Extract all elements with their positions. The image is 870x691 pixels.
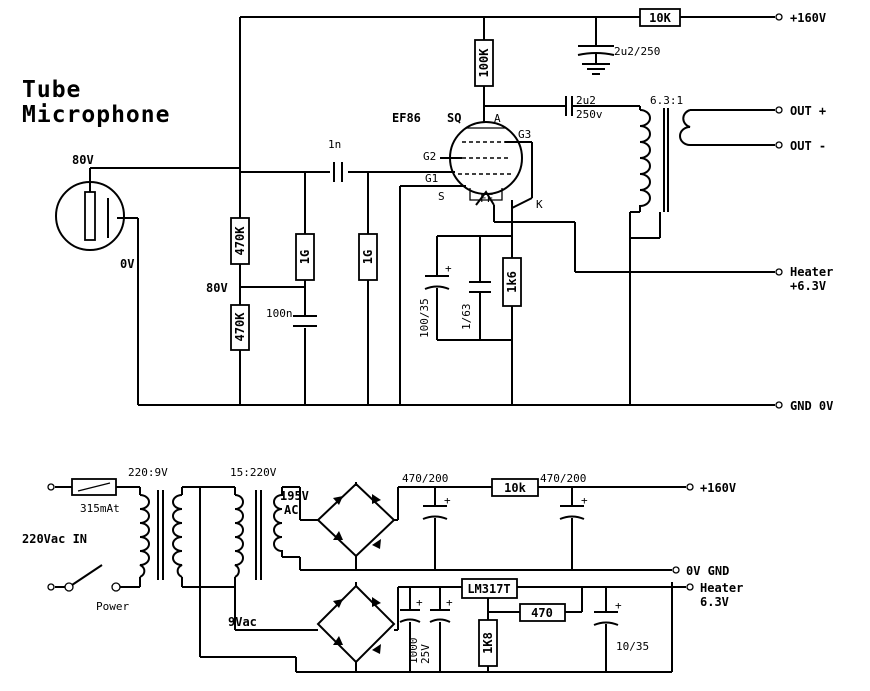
resistor-1k8 xyxy=(478,619,498,667)
resistor-10k-psu-label: 10k xyxy=(504,481,526,495)
capacitor-1000-25v xyxy=(399,609,451,623)
terminal-out-minus: OUT - xyxy=(790,139,826,153)
ac-9v-label: 9Vac xyxy=(228,615,257,629)
capacitor-2u2-250 xyxy=(577,45,615,75)
capsule-voltage-label: 80V xyxy=(72,153,94,167)
power-switch xyxy=(64,564,121,592)
terminal-out-plus: OUT + xyxy=(790,104,826,118)
pin-anode-label: A xyxy=(494,112,501,125)
terminal-heater: Heater xyxy=(790,265,833,279)
capacitor-1000-label: 1000 xyxy=(407,638,420,665)
pin-screen-label: S xyxy=(438,190,445,203)
resistor-1g-a xyxy=(295,233,315,281)
capacitor-1n-label: 1n xyxy=(328,138,341,151)
top-terminals xyxy=(775,13,783,409)
transformer-15-220v-label: 15:220V xyxy=(230,466,277,479)
resistor-1k6-label: 1k6 xyxy=(505,271,519,293)
capacitor-470-200-b-plus: + xyxy=(581,494,588,507)
capacitor-2u2-label-a: 2u2 xyxy=(576,94,596,107)
capacitor-1-63-label: 1/63 xyxy=(460,304,473,331)
capacitor-470-200-b-label: 470/200 xyxy=(540,472,586,485)
mains-input-label: 220Vac IN xyxy=(22,532,87,546)
resistor-1g-b-label: 1G xyxy=(361,250,375,264)
terminal-heater-voltage: +6.3V xyxy=(790,279,826,293)
pin-cathode-label: K xyxy=(536,198,543,211)
resistor-10k-label: 10K xyxy=(649,11,671,25)
resistor-470k-top xyxy=(230,217,250,265)
capacitor-10-35 xyxy=(593,611,619,626)
resistor-1k8-label: 1K8 xyxy=(481,632,495,654)
psu-terminal-plus-160v: +160V xyxy=(700,481,736,495)
psu-wiring xyxy=(55,482,686,673)
terminal-gnd: GND 0V xyxy=(790,399,833,413)
capacitor-100-35-plus: + xyxy=(445,262,452,275)
capacitor-100-35-label: 100/35 xyxy=(418,298,431,338)
pin-g1-label: G1 xyxy=(425,172,438,185)
transformer-ratio-label: 6.3:1 xyxy=(650,94,683,107)
resistor-10k xyxy=(639,8,681,27)
capacitor-2u2-250-label: 2u2/250 xyxy=(614,45,660,58)
microphone-capsule xyxy=(55,181,125,251)
resistor-100k xyxy=(474,39,494,87)
resistor-1k6 xyxy=(502,257,522,307)
bridge-rectifier-hv xyxy=(316,482,396,558)
transformer-out-label-b: AC xyxy=(284,503,298,517)
resistor-470-label: 470 xyxy=(531,606,553,620)
resistor-100k-label: 100K xyxy=(477,48,491,78)
fuse-label: 315mAt xyxy=(80,502,120,515)
ef86-tube xyxy=(449,121,523,206)
capacitor-2u2-250v xyxy=(565,96,573,116)
capacitor-470-200-a xyxy=(422,505,448,520)
bridge-rectifier-lv xyxy=(316,584,396,664)
psu-terminal-heater: Heater xyxy=(700,581,743,595)
resistor-470k-top-label: 470K xyxy=(233,226,247,256)
capacitor-100n xyxy=(293,315,317,327)
transformer-out-label-a: 195V xyxy=(280,489,309,503)
divider-voltage-label: 80V xyxy=(206,281,228,295)
capacitor-10-35-plus: + xyxy=(615,599,622,612)
capacitor-470-200-a-plus: + xyxy=(444,494,451,507)
pin-g3-label: G3 xyxy=(518,128,531,141)
pin-g2-label: G2 xyxy=(423,150,436,163)
fuse xyxy=(71,478,117,496)
output-transformer xyxy=(639,108,691,212)
title-line-2: Microphone xyxy=(22,102,170,128)
capacitor-1000-plus-b: + xyxy=(446,596,453,609)
capacitor-100n-label: 100n xyxy=(266,307,293,320)
pin-heater-label: FF xyxy=(480,192,493,205)
resistor-1g-b xyxy=(358,233,378,281)
transformer-220-9v xyxy=(139,487,183,587)
regulator-lm317t-label: LM317T xyxy=(467,582,510,596)
transformer-220-9v-label: 220:9V xyxy=(128,466,168,479)
resistor-470 xyxy=(519,603,566,622)
power-switch-label: Power xyxy=(96,600,129,613)
resistor-470k-bottom-label: 470K xyxy=(233,312,247,342)
capsule-ground-label: 0V xyxy=(120,257,134,271)
capacitor-470-200-a-label: 470/200 xyxy=(402,472,448,485)
capacitor-1-63 xyxy=(469,281,491,293)
capacitor-25v-label: 25V xyxy=(419,644,432,664)
psu-terminal-gnd: 0V GND xyxy=(686,564,729,578)
resistor-470k-bottom xyxy=(230,304,250,351)
capacitor-1n xyxy=(333,162,343,182)
regulator-lm317t xyxy=(461,578,518,599)
capacitor-1000-plus-a: + xyxy=(416,596,423,609)
tube-type-label: EF86 xyxy=(392,111,421,125)
capacitor-2u2-label-b: 250v xyxy=(576,108,603,121)
tube-suffix-label: SQ xyxy=(447,111,461,125)
psu-terminal-heater-voltage: 6.3V xyxy=(700,595,729,609)
top-circuit-wiring xyxy=(89,16,775,406)
title-line-1: Tube xyxy=(22,77,81,103)
psu-terminals xyxy=(672,483,694,591)
resistor-10k-psu xyxy=(491,478,539,497)
terminal-plus-160v: +160V xyxy=(790,11,826,25)
capacitor-100-35 xyxy=(424,275,450,290)
resistor-1g-a-label: 1G xyxy=(298,250,312,264)
transformer-15-220v xyxy=(234,487,283,580)
capacitor-470-200-b xyxy=(559,505,585,520)
capacitor-10-35-label: 10/35 xyxy=(616,640,649,653)
mains-terminals xyxy=(47,483,55,591)
